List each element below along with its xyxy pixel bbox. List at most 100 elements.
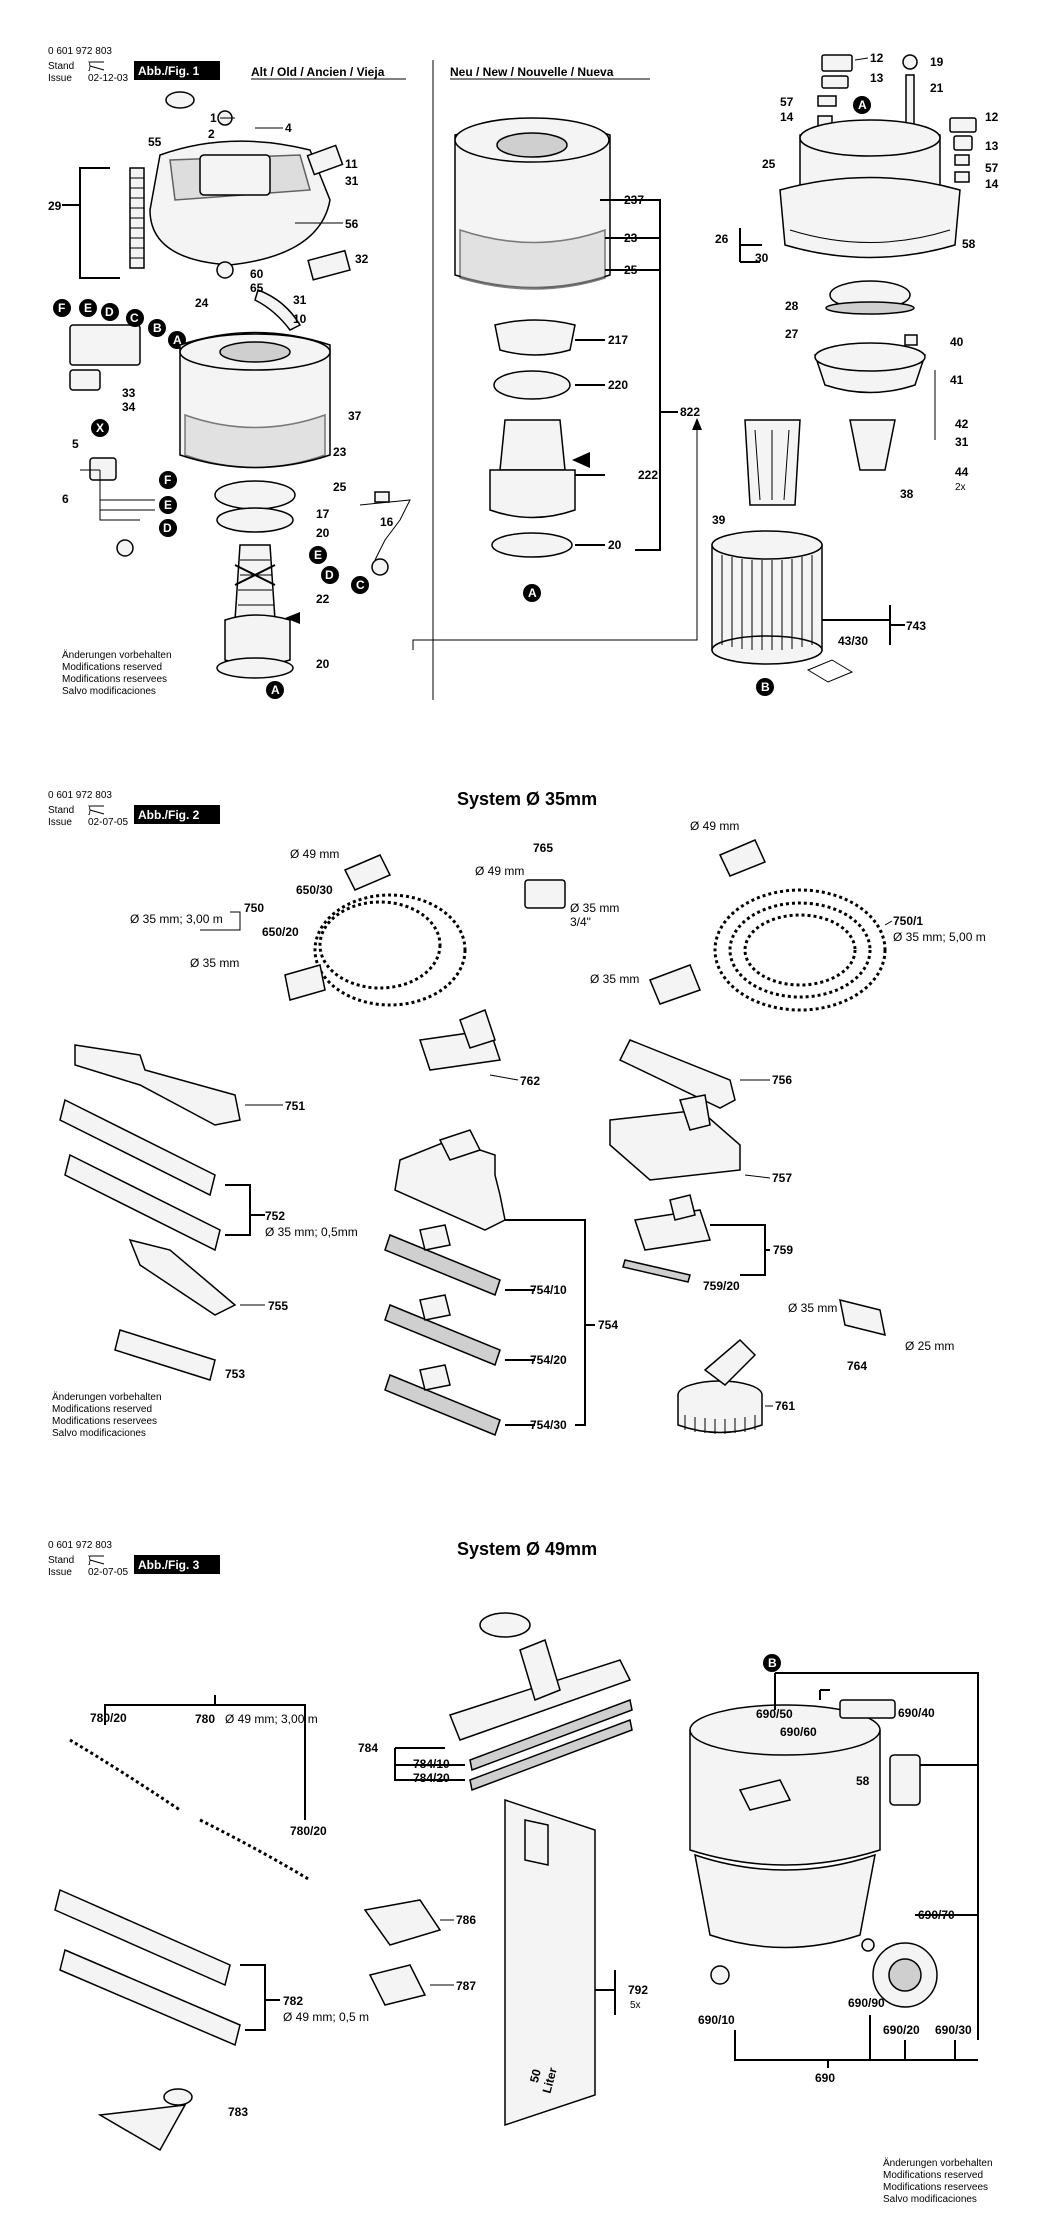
part-label: 0 601 972 803	[48, 1540, 112, 1551]
part-label: D	[325, 568, 334, 582]
part-label: 4	[285, 121, 292, 135]
part-label: 58	[856, 1774, 870, 1788]
part-label: 757	[772, 1171, 792, 1185]
part-label: 764	[847, 1359, 867, 1373]
part-label: Ø 49 mm	[475, 864, 524, 878]
part-label: 784/10	[413, 1757, 450, 1771]
part-label: 784/20	[413, 1771, 450, 1785]
part-label: 754/10	[530, 1283, 567, 1297]
part-label: X	[96, 421, 104, 435]
part-label: 12	[870, 51, 884, 65]
part-label: 40	[950, 335, 964, 349]
fig1-old-body-labels: 37 23 25 17 20 22 20 16 E D C A Änderung…	[62, 409, 411, 699]
part-label: 755	[268, 1299, 288, 1313]
fig1-new-head: A	[454, 117, 611, 602]
part-label: F	[164, 473, 171, 487]
part-label: 752	[265, 1209, 285, 1223]
part-label: 31	[293, 293, 307, 307]
part-label: C	[130, 311, 139, 325]
part-label: D	[105, 305, 114, 319]
part-label: D	[163, 521, 172, 535]
stand-label: Stand	[48, 61, 74, 72]
part-label: Modifications reserved	[883, 2170, 983, 2181]
part-label: 650/20	[262, 925, 299, 939]
part-label: Modifications reservees	[62, 674, 167, 685]
part-label: 19	[930, 55, 944, 69]
part-label: 57	[985, 161, 999, 175]
part-label: 20	[608, 538, 622, 552]
part-label: E	[84, 301, 92, 315]
part-label: 754	[598, 1318, 618, 1332]
figure-badge	[134, 61, 220, 80]
part-label: Issue	[48, 1567, 72, 1578]
part-label: 17	[316, 507, 330, 521]
part-label: 22	[316, 592, 330, 606]
part-label: 780/20	[90, 1711, 127, 1725]
part-label: 23	[624, 231, 638, 245]
part-label: Ø 35 mm; 5,00 m	[893, 930, 986, 944]
part-label: 55	[148, 135, 162, 149]
part-label: 12	[985, 110, 999, 124]
part-label: 20	[316, 657, 330, 671]
part-label: Modifications reservees	[883, 2182, 988, 2193]
part-label: 754/30	[530, 1418, 567, 1432]
part-label: 1	[210, 111, 217, 125]
part-label: 756	[772, 1073, 792, 1087]
part-label: 690/40	[898, 1706, 935, 1720]
part-label: Stand	[48, 1555, 74, 1566]
part-label: 56	[345, 217, 359, 231]
part-label: Ø 35 mm	[570, 901, 619, 915]
part-label: 759	[773, 1243, 793, 1257]
issue-date: 02-12-03	[88, 73, 128, 84]
part-label: 28	[785, 299, 799, 313]
part-label: 690/70	[918, 1908, 955, 1922]
part-label: 782	[283, 1994, 303, 2008]
part-label: 33	[122, 386, 136, 400]
part-label: 31	[345, 174, 359, 188]
part-label: 13	[985, 139, 999, 153]
part-label: 690/30	[935, 2023, 972, 2037]
fig1-old-switch: F E D C B A X 33 34 5 6 F E D	[53, 299, 186, 557]
part-label: F	[58, 301, 65, 315]
part-label: 220	[608, 378, 628, 392]
part-label: 11	[345, 157, 358, 171]
part-label: 02-07-05	[88, 817, 128, 828]
part-label: 14	[985, 177, 999, 191]
part-label: 743	[906, 619, 926, 633]
part-label: Liter	[540, 2066, 560, 2095]
part-label: Salvo modificaciones	[883, 2194, 977, 2205]
part-label: 690	[815, 2071, 835, 2085]
part-label: Modifications reserved	[52, 1404, 152, 1415]
fig2-header: 0 601 972 803 Stand Issue } 02-07-05 Abb…	[48, 789, 597, 828]
revision-icon	[89, 805, 105, 815]
part-label: 759/20	[703, 1279, 740, 1293]
part-label: 2	[208, 127, 215, 141]
fig3-header: 0 601 972 803 Stand Issue } 02-07-05 Abb…	[48, 1539, 597, 1578]
part-label: 2x	[955, 482, 966, 493]
part-label: B	[768, 1656, 777, 1670]
part-label: E	[164, 498, 172, 512]
part-label: 39	[712, 513, 726, 527]
part-label: Abb./Fig. 2	[138, 808, 200, 822]
part-label: 780/20	[290, 1824, 327, 1838]
marker-f	[53, 299, 71, 317]
part-label: 761	[775, 1399, 795, 1413]
part-label: 690/60	[780, 1725, 817, 1739]
part-label: E	[314, 548, 322, 562]
part-label: 751	[285, 1099, 305, 1113]
part-label: 690/50	[756, 1707, 793, 1721]
fig2-title: System Ø 35mm	[457, 789, 597, 809]
part-label: 30	[755, 251, 769, 265]
part-label: Salvo modificaciones	[62, 686, 156, 697]
part-label: 21	[930, 81, 944, 95]
knob	[165, 91, 195, 109]
part-label: 31	[955, 435, 969, 449]
part-label: 02-07-05	[88, 1567, 128, 1578]
part-label: 783	[228, 2105, 248, 2119]
fig1-old-body	[179, 331, 331, 679]
doc-number: 0 601 972 803	[48, 46, 112, 57]
part-label: 822	[680, 405, 700, 419]
part-label: 762	[520, 1074, 540, 1088]
part-label: Ø 25 mm	[905, 1339, 954, 1353]
